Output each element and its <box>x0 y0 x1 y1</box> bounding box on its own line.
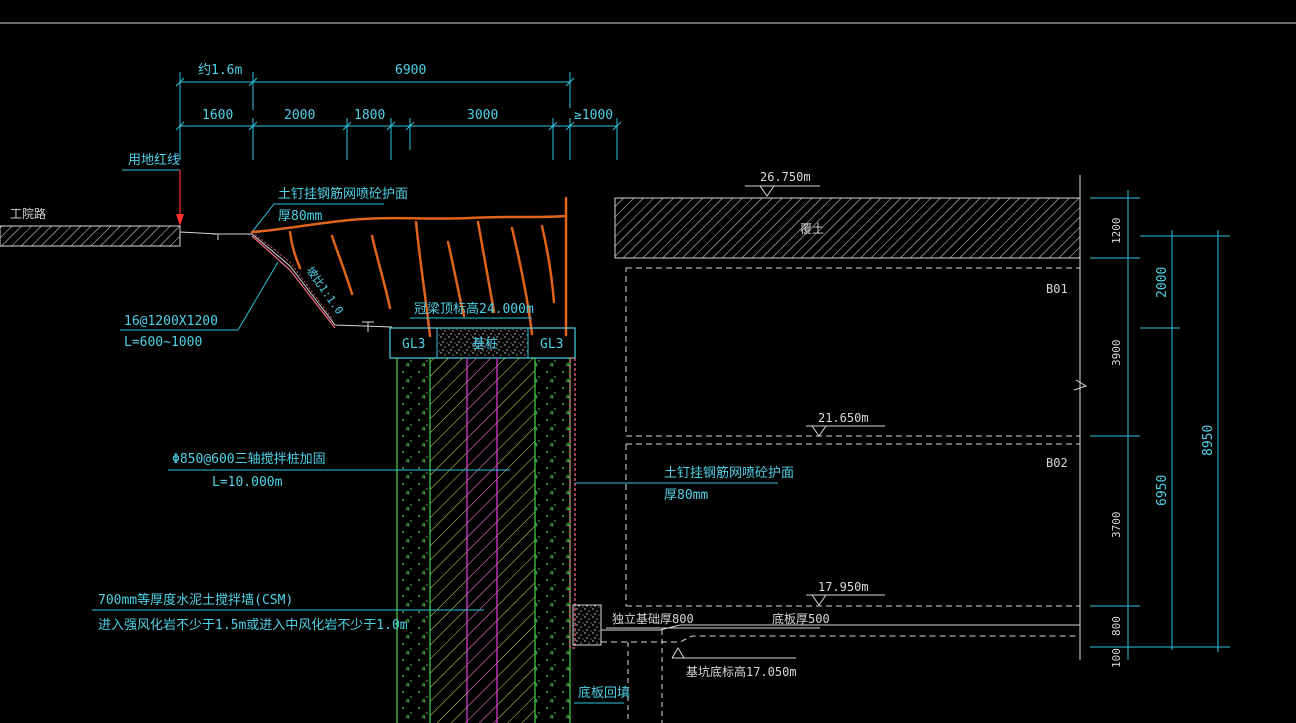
label-mix-len: L=10.000m <box>212 475 283 490</box>
elev-26750: 26.750m <box>760 170 811 184</box>
building-section: 覆土 B01 B02 <box>614 175 1088 660</box>
dim-approx: 约1.6m <box>198 63 242 78</box>
dim-3700: 3700 <box>1110 512 1123 539</box>
label-bottom-backfill: 底板回填 <box>578 685 630 701</box>
elev-21650: 21.650m <box>818 411 869 425</box>
label-top-thick: 厚80mm <box>278 209 322 224</box>
label-mix-pile: Φ850@600三轴搅拌桩加固 <box>172 451 326 467</box>
label-nail-len: L=600~1000 <box>124 335 202 350</box>
label-gl3-mid: 基桩 <box>472 337 498 352</box>
label-b01: B01 <box>1046 282 1068 296</box>
dim-3900: 3900 <box>1110 340 1123 367</box>
soil-nails <box>250 196 568 338</box>
dim-8950: 8950 <box>1201 425 1216 456</box>
retaining-wall <box>396 357 576 723</box>
red-line-group: 用地红线 <box>122 152 184 226</box>
crown-beam: 冠梁顶标高24.000m GL3 基桩 GL3 <box>389 301 576 359</box>
dim-800: 800 <box>1110 616 1123 636</box>
elev-17950: 17.950m <box>818 580 869 594</box>
label-top-protect: 土钉挂钢筋网喷砼护面 <box>278 186 408 202</box>
top-dimension-group: 约1.6m 6900 1600 2000 1800 3000 ≥1000 <box>175 63 622 160</box>
label-road: 工院路 <box>10 206 46 221</box>
label-nail-spec: 16@1200X1200 <box>124 314 218 329</box>
dim-2000-right: 2000 <box>1155 267 1170 298</box>
label-found-thick: 独立基础厚800 <box>612 611 694 626</box>
dim-total: 6900 <box>395 63 426 78</box>
label-red-line: 用地红线 <box>128 152 180 168</box>
label-gl3-left: GL3 <box>402 337 425 352</box>
dim-1800: 1800 <box>354 108 385 123</box>
dim-ge1000: ≥1000 <box>574 108 613 123</box>
label-fill: 覆土 <box>800 222 824 236</box>
foundation: 底板回填 <box>572 604 1080 723</box>
dim-2000: 2000 <box>284 108 315 123</box>
label-slab-thick: 底板厚500 <box>772 611 830 626</box>
label-csm-note: 进入强风化岩不少于1.5m或进入中风化岩不少于1.0m <box>98 618 408 633</box>
label-pit-bottom: 基坑底标高17.050m <box>686 664 797 679</box>
ground-slope-profile <box>179 231 393 328</box>
label-slope: 坡比1:1.0 <box>304 264 346 317</box>
elevation-markers: 26.750m 21.650m 17.950m <box>745 170 885 606</box>
label-crown-beam: 冠梁顶标高24.000m <box>414 301 534 317</box>
label-side-thick: 厚80mm <box>664 488 708 503</box>
dim-1200: 1200 <box>1110 218 1123 245</box>
dim-6950: 6950 <box>1155 475 1170 506</box>
label-csm: 700mm等厚度水泥土搅拌墙(CSM) <box>98 592 293 608</box>
dim-100: 100 <box>1110 648 1123 668</box>
label-b02: B02 <box>1046 456 1068 470</box>
label-gl3-right: GL3 <box>540 337 563 352</box>
dim-3000: 3000 <box>467 108 498 123</box>
road-group: 工院路 <box>0 206 181 247</box>
label-side-protect: 土钉挂钢筋网喷砼护面 <box>664 465 794 481</box>
right-dimension-group: 1200 3900 3700 800 100 2000 6950 8950 <box>1090 190 1230 668</box>
dim-1600: 1600 <box>202 108 233 123</box>
